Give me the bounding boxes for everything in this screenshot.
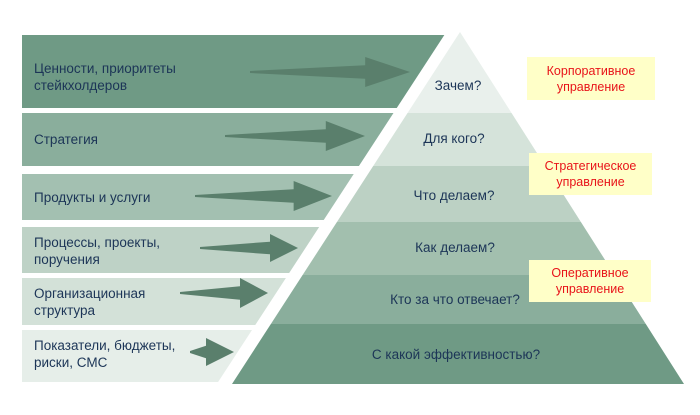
left-bar-6 (22, 330, 253, 382)
pyramid-question-who: Кто за что отвечает? (390, 292, 520, 307)
pyramid-level-2 (373, 113, 546, 166)
pyramid-question-how: Как делаем? (415, 240, 495, 255)
left-bar-3 (22, 174, 354, 220)
note-corporate-management: Корпоративное управление (527, 57, 655, 100)
left-bar-2 (22, 113, 394, 166)
bar-label-strategy: Стратегия (34, 132, 98, 147)
pyramid-question-for-whom: Для кого? (423, 131, 485, 146)
bar-label-org-structure: Организационная структура (34, 286, 146, 318)
arrow-1 (250, 57, 410, 87)
note-operational-management: Оперативное управление (529, 260, 651, 302)
note-strategic-management: Стратегическое управление (529, 153, 652, 195)
bar-label-values: Ценности, приоритеты стейкхолдеров (34, 61, 176, 93)
bar-label-products: Продукты и услуги (34, 190, 151, 205)
arrow-5 (180, 278, 268, 308)
pyramid-question-what: Что делаем? (413, 188, 495, 203)
bar-label-kpi: Показатели, бюджеты, риски, СМС (34, 338, 176, 370)
pyramid-level-6 (232, 324, 684, 384)
pyramid-level-1 (407, 32, 512, 113)
arrow-6 (190, 338, 234, 366)
arrow-2 (225, 121, 365, 151)
arrow-3 (195, 181, 332, 211)
pyramid-question-why: Зачем? (434, 78, 482, 93)
left-bar-1 (22, 35, 445, 108)
pyramid-question-efficiency: С какой эффективностью? (371, 347, 541, 362)
bar-label-processes: Процессы, проекты, поручения (34, 235, 161, 267)
pyramid-level-3 (336, 166, 581, 222)
left-bar-4 (22, 227, 320, 273)
arrow-4 (200, 234, 298, 262)
